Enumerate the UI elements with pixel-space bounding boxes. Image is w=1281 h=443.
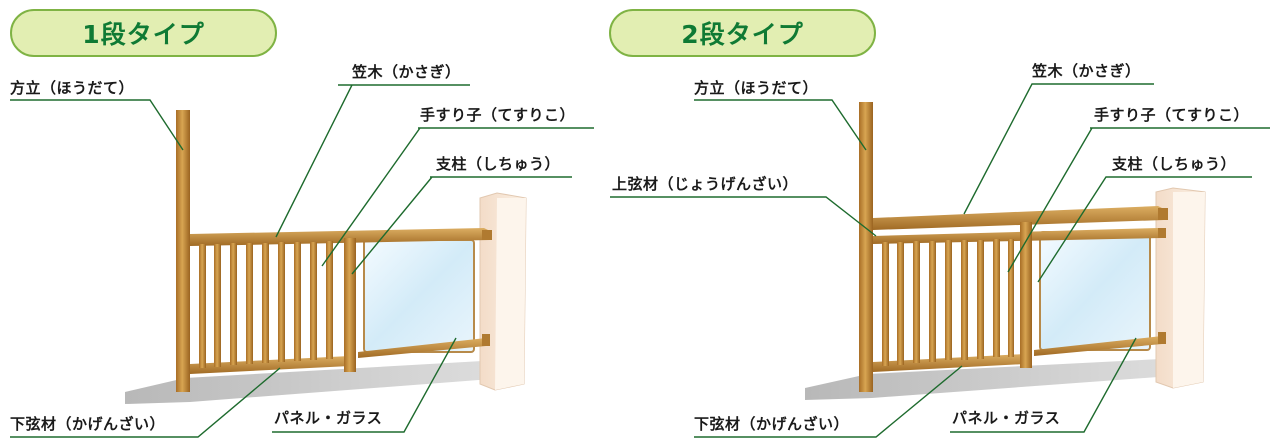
type2-leader-shichuu	[1037, 176, 1252, 283]
type2-drawing	[805, 102, 1206, 400]
type2-glass-panel	[1039, 231, 1151, 351]
type2-kagenzai-rail	[873, 354, 1025, 372]
type2-label-kasagi: 笠木（かさぎ）	[1032, 62, 1141, 80]
leader-lines	[10, 83, 1270, 438]
type2-houdate-post	[859, 102, 873, 392]
type2-leader-kasagi	[963, 83, 1154, 215]
type1-leader-kasagi	[275, 84, 470, 238]
type1-leader-panel	[272, 337, 457, 433]
type1-label-shichuu: 支柱（しちゅう）	[436, 155, 561, 173]
type2-label-shichuu: 支柱（しちゅう）	[1112, 155, 1237, 173]
type2-shichuu-post	[1020, 222, 1032, 368]
type1-leader-shichuu	[351, 176, 572, 275]
type1-panel-bracket-bottom	[482, 334, 490, 346]
type1-leader-kagenzai	[10, 367, 281, 438]
type2-label-houdate: 方立（ほうだて）	[694, 79, 819, 97]
type2-leader-jougenzai	[610, 196, 877, 237]
type1-panel-bracket-top	[482, 230, 492, 240]
type2-floor	[805, 358, 1185, 400]
type2-kasagi-rail	[873, 206, 1166, 230]
type1-leader-houdate	[10, 99, 184, 151]
type1-title: 1段タイプ	[82, 20, 205, 49]
type1-kagenzai-rail	[190, 356, 350, 374]
type1-title-pill: 1段タイプ	[10, 9, 277, 57]
type2-bracket-bottom	[1158, 332, 1166, 344]
type1-label-houdate: 方立（ほうだて）	[10, 79, 135, 97]
type2-label-tesuriko: 手すり子（てすりこ）	[1094, 106, 1250, 124]
type2-leader-kagenzai	[694, 365, 963, 438]
type2-leader-houdate	[694, 99, 867, 151]
type2-tesuriko-balusters	[882, 239, 1014, 366]
type2-title-pill: 2段タイプ	[609, 9, 876, 57]
type2-leader-panel	[950, 337, 1137, 433]
type1-floor	[125, 360, 505, 404]
type2-title: 2段タイプ	[681, 20, 804, 49]
type2-bracket-mid	[1158, 228, 1166, 238]
type1-kasagi-rail	[190, 228, 492, 246]
type2-label-jougenzai: 上弦材（じょうげんざい）	[612, 175, 799, 193]
type2-panel-bottom-rail	[1034, 336, 1162, 356]
type1-houdate-post	[176, 110, 190, 392]
type1-tesuriko-balusters	[199, 241, 333, 368]
type1-drawing	[125, 110, 527, 404]
type1-label-panel: パネル・ガラス	[274, 409, 383, 427]
type1-shichuu-post	[344, 238, 356, 372]
type2-bracket-top	[1158, 208, 1168, 220]
type1-leader-tesuriko	[321, 127, 594, 267]
type1-wall-front	[495, 198, 526, 390]
type2-label-panel: パネル・ガラス	[952, 409, 1061, 427]
type1-label-tesuriko: 手すり子（てすりこ）	[420, 106, 576, 124]
type2-leader-tesuriko	[1007, 127, 1270, 273]
type1-glass-panel	[363, 239, 475, 353]
type2-label-kagenzai: 下弦材（かげんざい）	[694, 415, 850, 433]
type2-wall-front	[1173, 192, 1205, 388]
type1-label-kagenzai: 下弦材（かげんざい）	[10, 415, 166, 433]
type1-label-kasagi: 笠木（かさぎ）	[352, 63, 461, 81]
